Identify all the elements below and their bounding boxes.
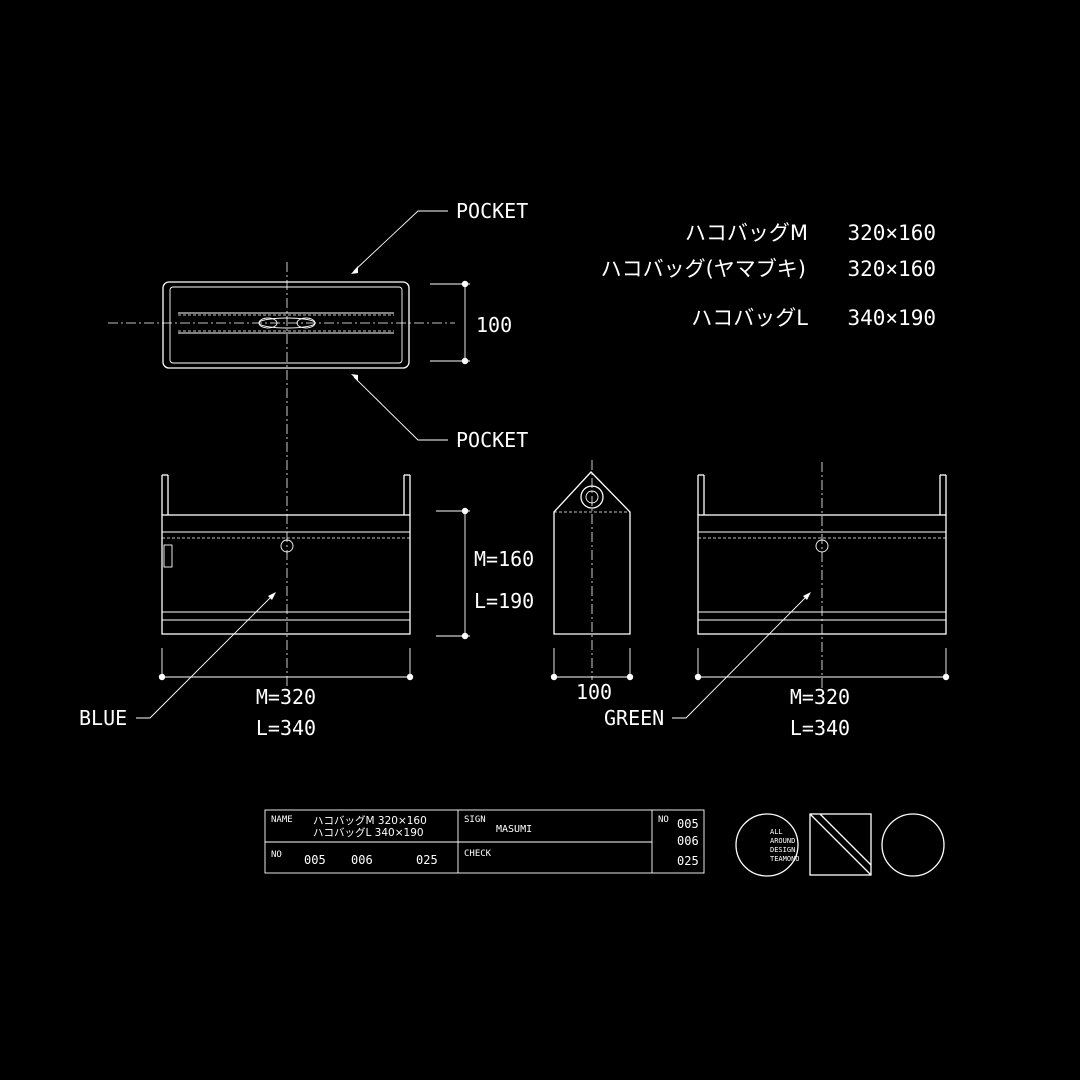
height-m: M=160 xyxy=(474,547,534,571)
tb-sign-value: MASUMI xyxy=(496,824,532,835)
spec-name-3: ハコバッグL xyxy=(691,306,808,330)
logo-line-2: AROUND xyxy=(770,837,795,845)
color-label-green: GREEN xyxy=(604,706,664,730)
tb-no2-value-3: 025 xyxy=(677,854,699,868)
tb-name-line2: ハコバッグL 340×190 xyxy=(313,826,424,839)
spec-list: ハコバッグM 320×160 ハコバッグ(ヤマブキ) 320×160 ハコバッグ… xyxy=(601,221,936,330)
pocket-label-bottom: POCKET xyxy=(456,428,528,452)
spec-size-2: 320×160 xyxy=(847,257,936,281)
tb-no-value-3: 025 xyxy=(416,853,438,867)
height-l: L=190 xyxy=(474,589,534,613)
tb-no2-value-1: 005 xyxy=(677,817,699,831)
tb-no2-value-2: 006 xyxy=(677,834,699,848)
pocket-label-top: POCKET xyxy=(456,199,528,223)
tb-no2-label: NO xyxy=(658,815,669,825)
back-width-l: L=340 xyxy=(790,716,850,740)
top-depth-label: 100 xyxy=(476,313,512,337)
front-view: M=320 L=340 M=160 L=190 BLUE xyxy=(79,474,534,740)
tb-sign-label: SIGN xyxy=(464,815,486,825)
logo-line-4: TEAMONO xyxy=(770,855,800,863)
title-block: NAME ハコバッグM 320×160 ハコバッグL 340×190 NO 00… xyxy=(264,809,705,874)
top-view: 100 POCKET POCKET xyxy=(108,199,528,690)
back-width-m: M=320 xyxy=(790,685,850,709)
side-view: 100 xyxy=(550,460,634,704)
tb-check-label: CHECK xyxy=(464,849,492,859)
tb-no-value-1: 005 xyxy=(304,853,326,867)
back-view: M=320 L=340 GREEN xyxy=(604,462,950,740)
logo-line-3: DESIGN xyxy=(770,846,795,854)
tb-name-label: NAME xyxy=(271,815,293,825)
tb-no-value-2: 006 xyxy=(351,853,373,867)
brand-logo: ALL AROUND DESIGN TEAMONO xyxy=(735,813,945,877)
side-depth-label: 100 xyxy=(576,680,612,704)
color-label-blue: BLUE xyxy=(79,706,127,730)
tb-no-label: NO xyxy=(271,850,282,860)
spec-name-1: ハコバッグM xyxy=(685,221,808,245)
spec-size-1: 320×160 xyxy=(847,221,936,245)
tb-name-line1: ハコバッグM 320×160 xyxy=(313,814,427,827)
front-width-l: L=340 xyxy=(256,716,316,740)
spec-name-2: ハコバッグ(ヤマブキ) xyxy=(601,257,806,281)
front-width-m: M=320 xyxy=(256,685,316,709)
logo-line-1: ALL xyxy=(770,828,783,836)
spec-size-3: 340×190 xyxy=(847,306,936,330)
